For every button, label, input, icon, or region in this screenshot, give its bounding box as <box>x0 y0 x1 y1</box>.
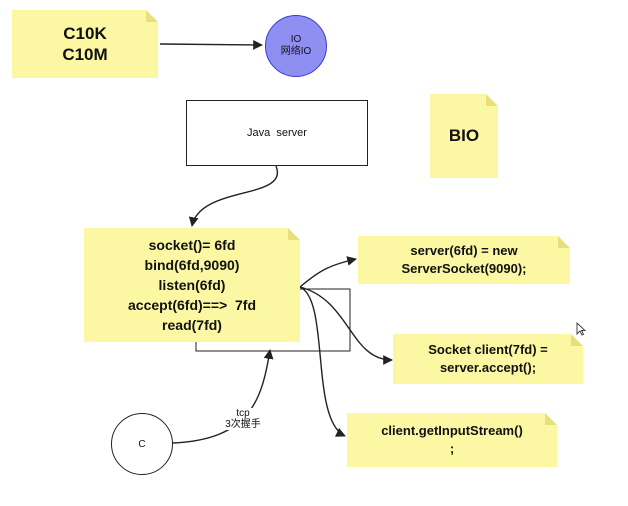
note-bio-label: BIO <box>448 126 480 145</box>
arrow-to-client-note <box>299 286 393 365</box>
note-client-line-2: server.accept(); <box>439 360 537 375</box>
note-c10k-line-2: C10M <box>62 45 108 64</box>
note-client-line-1: Socket client(7fd) = <box>428 342 548 357</box>
io-circle: IO 网络IO <box>265 15 327 77</box>
io-circle-line-2: 网络IO <box>280 46 312 57</box>
mouse-cursor-icon <box>576 322 586 336</box>
arrow-server-to-syscalls <box>188 165 279 227</box>
note-syscalls: socket()= 6fd bind(6fd,9090) listen(6fd)… <box>84 228 300 342</box>
tcp-label-line-2: 3次握手 <box>225 419 261 430</box>
java-server-label: Java server <box>247 127 307 139</box>
note-client-accept: Socket client(7fd) = server.accept(); <box>393 334 583 384</box>
arrow-c10k-to-io <box>159 40 263 50</box>
client-circle-label: C <box>138 438 146 450</box>
tcp-handshake-label: tcp 3次握手 <box>218 408 268 430</box>
note-c10k-line-1: C10K <box>63 24 107 43</box>
syscall-accept: accept(6fd)==> 7fd <box>128 297 256 313</box>
java-server-box: Java server <box>186 100 368 166</box>
arrow-to-server-note <box>299 256 357 288</box>
note-bio: BIO <box>430 94 498 178</box>
arrow-to-stream-note <box>299 286 346 437</box>
note-server-socket: server(6fd) = new ServerSocket(9090); <box>358 236 570 284</box>
io-circle-line-1: IO <box>290 34 302 45</box>
note-stream-line-2: ; <box>449 441 455 456</box>
tcp-label-line-1: tcp <box>236 408 250 419</box>
note-input-stream: client.getInputStream() ; <box>347 413 557 467</box>
syscall-bind: bind(6fd,9090) <box>144 257 240 273</box>
syscall-read: read(7fd) <box>162 317 222 333</box>
syscall-listen: listen(6fd) <box>158 277 226 293</box>
syscall-socket: socket()= 6fd <box>148 237 236 253</box>
note-server-line-2: ServerSocket(9090); <box>401 261 527 276</box>
note-c10k: C10K C10M <box>12 10 158 78</box>
note-server-line-1: server(6fd) = new <box>410 243 518 258</box>
note-stream-line-1: client.getInputStream() <box>381 423 523 438</box>
client-circle: C <box>111 413 173 475</box>
